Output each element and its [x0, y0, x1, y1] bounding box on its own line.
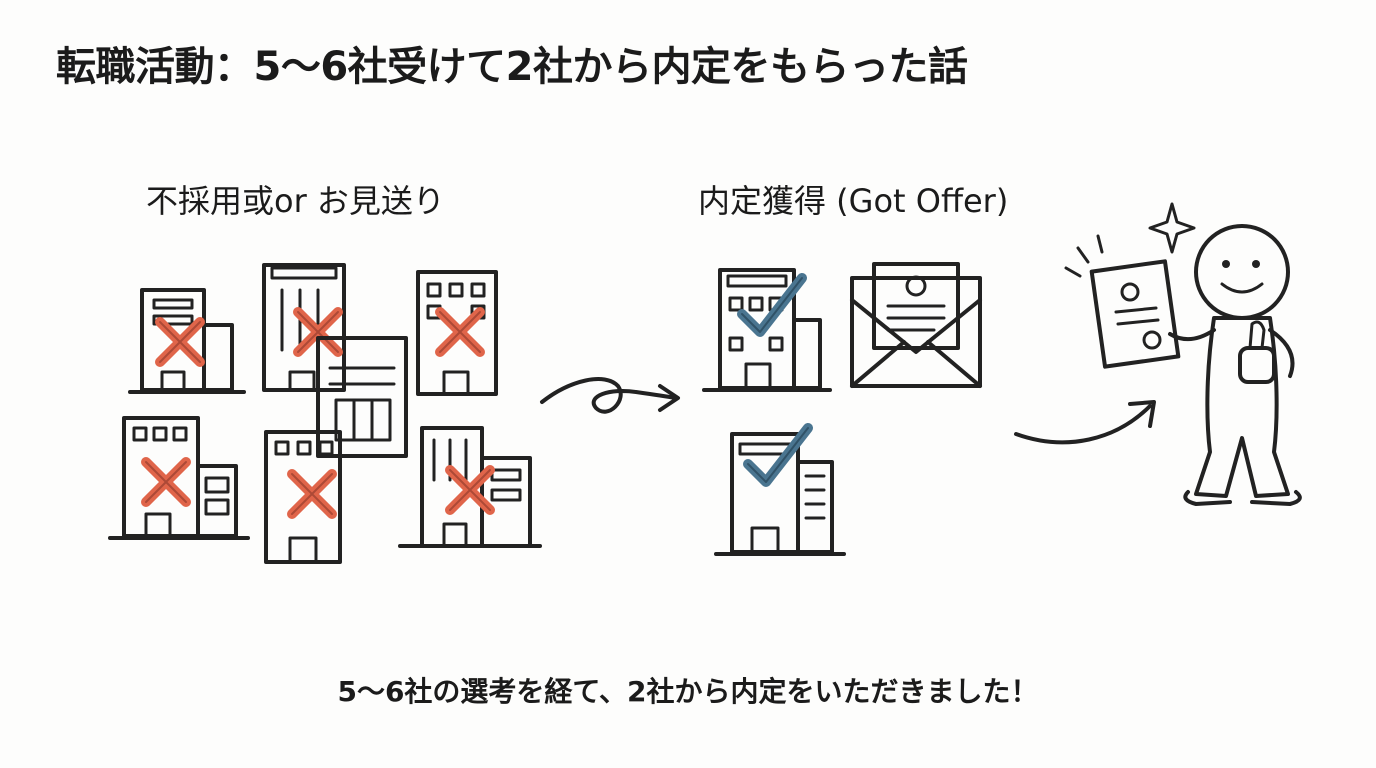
x-mark-icon [440, 312, 480, 352]
loop-arrow [540, 377, 680, 414]
offer-building-2 [714, 428, 846, 556]
thumbs-up-icon [1238, 346, 1276, 384]
rejected-building-4 [416, 270, 498, 396]
offer-document-icon [1089, 259, 1181, 369]
footer-caption: 5〜6社の選考を経て、2社から内定をいただきました！ [337, 675, 1039, 708]
x-mark-icon [292, 474, 332, 514]
offer-building-1 [702, 268, 832, 392]
rejected-building-7 [398, 426, 542, 548]
rejected-building-2 [262, 263, 346, 392]
offer-section-label: 内定獲得 (Got Offer) [698, 182, 1009, 220]
offer-companies [702, 262, 982, 556]
x-mark-icon [146, 462, 186, 502]
curved-arrow [1014, 400, 1156, 445]
offer-letter-envelope-icon [850, 262, 982, 388]
rejected-companies [108, 263, 542, 564]
rejected-section-label: 不採用或or お見送り [146, 182, 445, 220]
page-title: 転職活動：5〜6社受けて2社から内定をもらった話 [56, 44, 968, 90]
x-mark-icon [160, 322, 200, 362]
rejected-building-1 [128, 288, 246, 394]
happy-person-icon [1064, 202, 1302, 506]
sparkle-icon [1148, 202, 1196, 254]
rejected-building-5 [108, 416, 250, 540]
rejected-building-6 [264, 430, 342, 564]
rejected-building-3 [316, 336, 408, 458]
